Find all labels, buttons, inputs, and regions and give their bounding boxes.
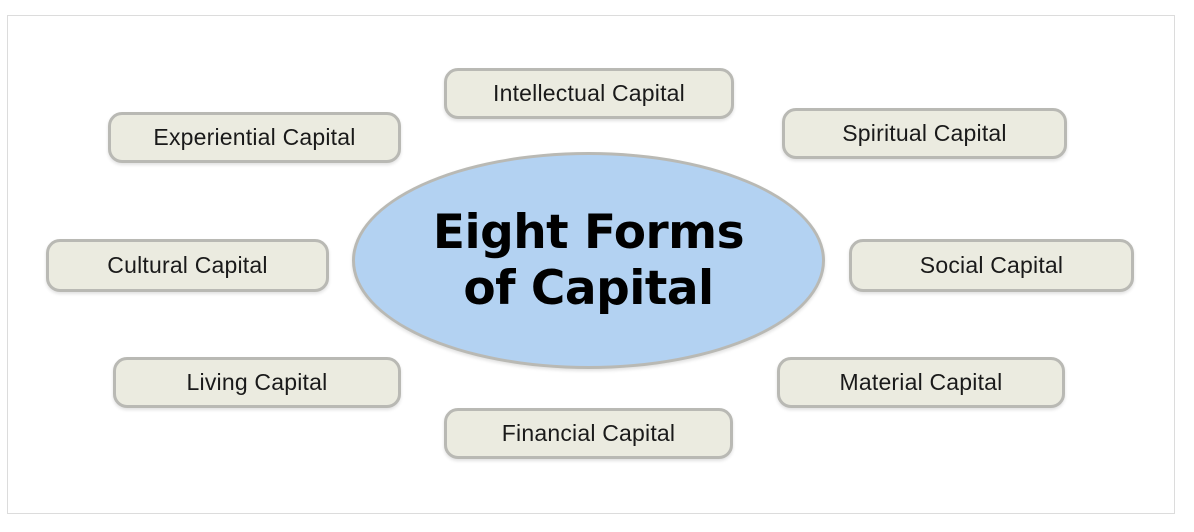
node-financial-capital[interactable]: Financial Capital [444, 408, 733, 459]
center-node-eight-forms-of-capital[interactable]: Eight Forms of Capital [352, 152, 825, 369]
node-social-capital[interactable]: Social Capital [849, 239, 1134, 292]
node-label-cultural-capital: Cultural Capital [107, 252, 268, 278]
node-material-capital[interactable]: Material Capital [777, 357, 1065, 408]
node-label-financial-capital: Financial Capital [501, 420, 676, 446]
node-label-living-capital: Living Capital [186, 369, 328, 395]
node-living-capital[interactable]: Living Capital [113, 357, 401, 408]
node-label-material-capital: Material Capital [839, 369, 1003, 395]
center-node-label: Eight Forms of Capital [432, 205, 745, 316]
node-label-experiential-capital: Experiential Capital [153, 124, 356, 150]
node-label-spiritual-capital: Spiritual Capital [842, 120, 1007, 146]
node-spiritual-capital[interactable]: Spiritual Capital [782, 108, 1067, 159]
node-experiential-capital[interactable]: Experiential Capital [108, 112, 401, 163]
node-label-intellectual-capital: Intellectual Capital [493, 80, 685, 106]
node-cultural-capital[interactable]: Cultural Capital [46, 239, 329, 292]
node-label-social-capital: Social Capital [919, 252, 1064, 278]
node-intellectual-capital[interactable]: Intellectual Capital [444, 68, 734, 119]
